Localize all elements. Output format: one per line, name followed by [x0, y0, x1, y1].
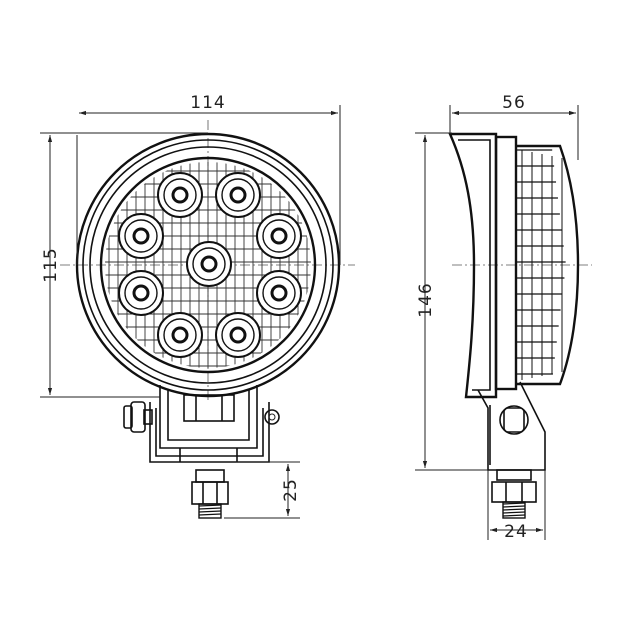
led	[157, 312, 203, 358]
thread-line	[502, 511, 526, 514]
bezel-profile	[448, 132, 498, 399]
led-reflector-inner	[163, 178, 197, 212]
led-reflector-inner	[192, 247, 226, 281]
heat-sink-fins	[516, 149, 566, 380]
mounting-base	[123, 385, 280, 519]
housing-bezel-ring	[82, 139, 334, 391]
nut-seat	[179, 448, 238, 462]
u-bracket	[149, 402, 270, 463]
dimension-label-146: 146	[416, 282, 436, 317]
dimension-label-25: 25	[281, 478, 301, 502]
side-pivot-nut	[503, 407, 525, 433]
thread-line	[502, 502, 526, 505]
led-chip	[171, 186, 189, 204]
side-knob-cap	[123, 405, 133, 429]
housing-inner-ring	[89, 146, 327, 384]
led-chip	[229, 186, 247, 204]
led-chip	[200, 255, 218, 273]
front-view: 114 115 25	[40, 93, 355, 519]
dimension-bracket-width: 24	[487, 470, 546, 542]
side-washer	[496, 469, 532, 481]
led	[118, 270, 164, 316]
thread-line	[502, 505, 526, 508]
led-reflector-inner	[221, 318, 255, 352]
bezel-inner-profile	[458, 139, 491, 391]
side-pivot-bolt	[499, 405, 529, 435]
led-reflector-inner	[124, 276, 158, 310]
led	[157, 172, 203, 218]
dimension-label-56: 56	[502, 93, 526, 113]
dimension-side-depth: 56	[449, 93, 579, 160]
dimension-front-width: 114	[76, 93, 341, 265]
led-chip	[171, 326, 189, 344]
led-reflector-inner	[163, 318, 197, 352]
side-knob-neck	[143, 409, 153, 425]
led	[186, 241, 232, 287]
led-chip	[270, 227, 288, 245]
base-block	[159, 385, 258, 449]
thread-line	[198, 513, 222, 516]
led-chip	[132, 227, 150, 245]
base-center-boss	[183, 394, 235, 422]
led-chip	[229, 326, 247, 344]
led	[215, 312, 261, 358]
side-knob-left	[130, 401, 146, 433]
led-reflector-inner	[262, 276, 296, 310]
led	[118, 213, 164, 259]
dimension-thread-length: 25	[224, 461, 301, 519]
side-threaded-stud	[502, 501, 526, 519]
lens-rim	[99, 156, 317, 374]
body-flange	[494, 135, 518, 391]
dimension-front-height: 115	[40, 132, 208, 398]
led-reflector-inner	[262, 219, 296, 253]
thread-line	[198, 510, 222, 513]
dimension-side-height: 146	[415, 132, 488, 471]
led-chip	[132, 284, 150, 302]
dimension-label-24: 24	[504, 522, 528, 542]
thread-line	[502, 514, 526, 517]
side-bracket	[477, 381, 546, 471]
u-bracket-inner	[155, 408, 264, 457]
dimension-label-114: 114	[190, 93, 225, 113]
thread-line	[198, 504, 222, 507]
thread-line	[502, 508, 526, 511]
dimension-label-115: 115	[41, 247, 61, 282]
threaded-stud	[198, 503, 222, 519]
thread-line	[198, 507, 222, 510]
led-reflector-inner	[124, 219, 158, 253]
side-bolt-hole	[268, 413, 276, 421]
led-array	[118, 172, 302, 358]
led	[256, 270, 302, 316]
side-view: 56 146 24	[415, 93, 592, 542]
washer	[195, 469, 225, 483]
led-reflector-inner	[221, 178, 255, 212]
heat-sink-outline	[516, 144, 580, 386]
base-inner	[167, 390, 250, 441]
led	[215, 172, 261, 218]
hex-nut	[191, 481, 229, 505]
side-hex-nut	[491, 481, 537, 503]
led-chip	[270, 284, 288, 302]
led	[256, 213, 302, 259]
side-bolt-right	[264, 409, 280, 425]
